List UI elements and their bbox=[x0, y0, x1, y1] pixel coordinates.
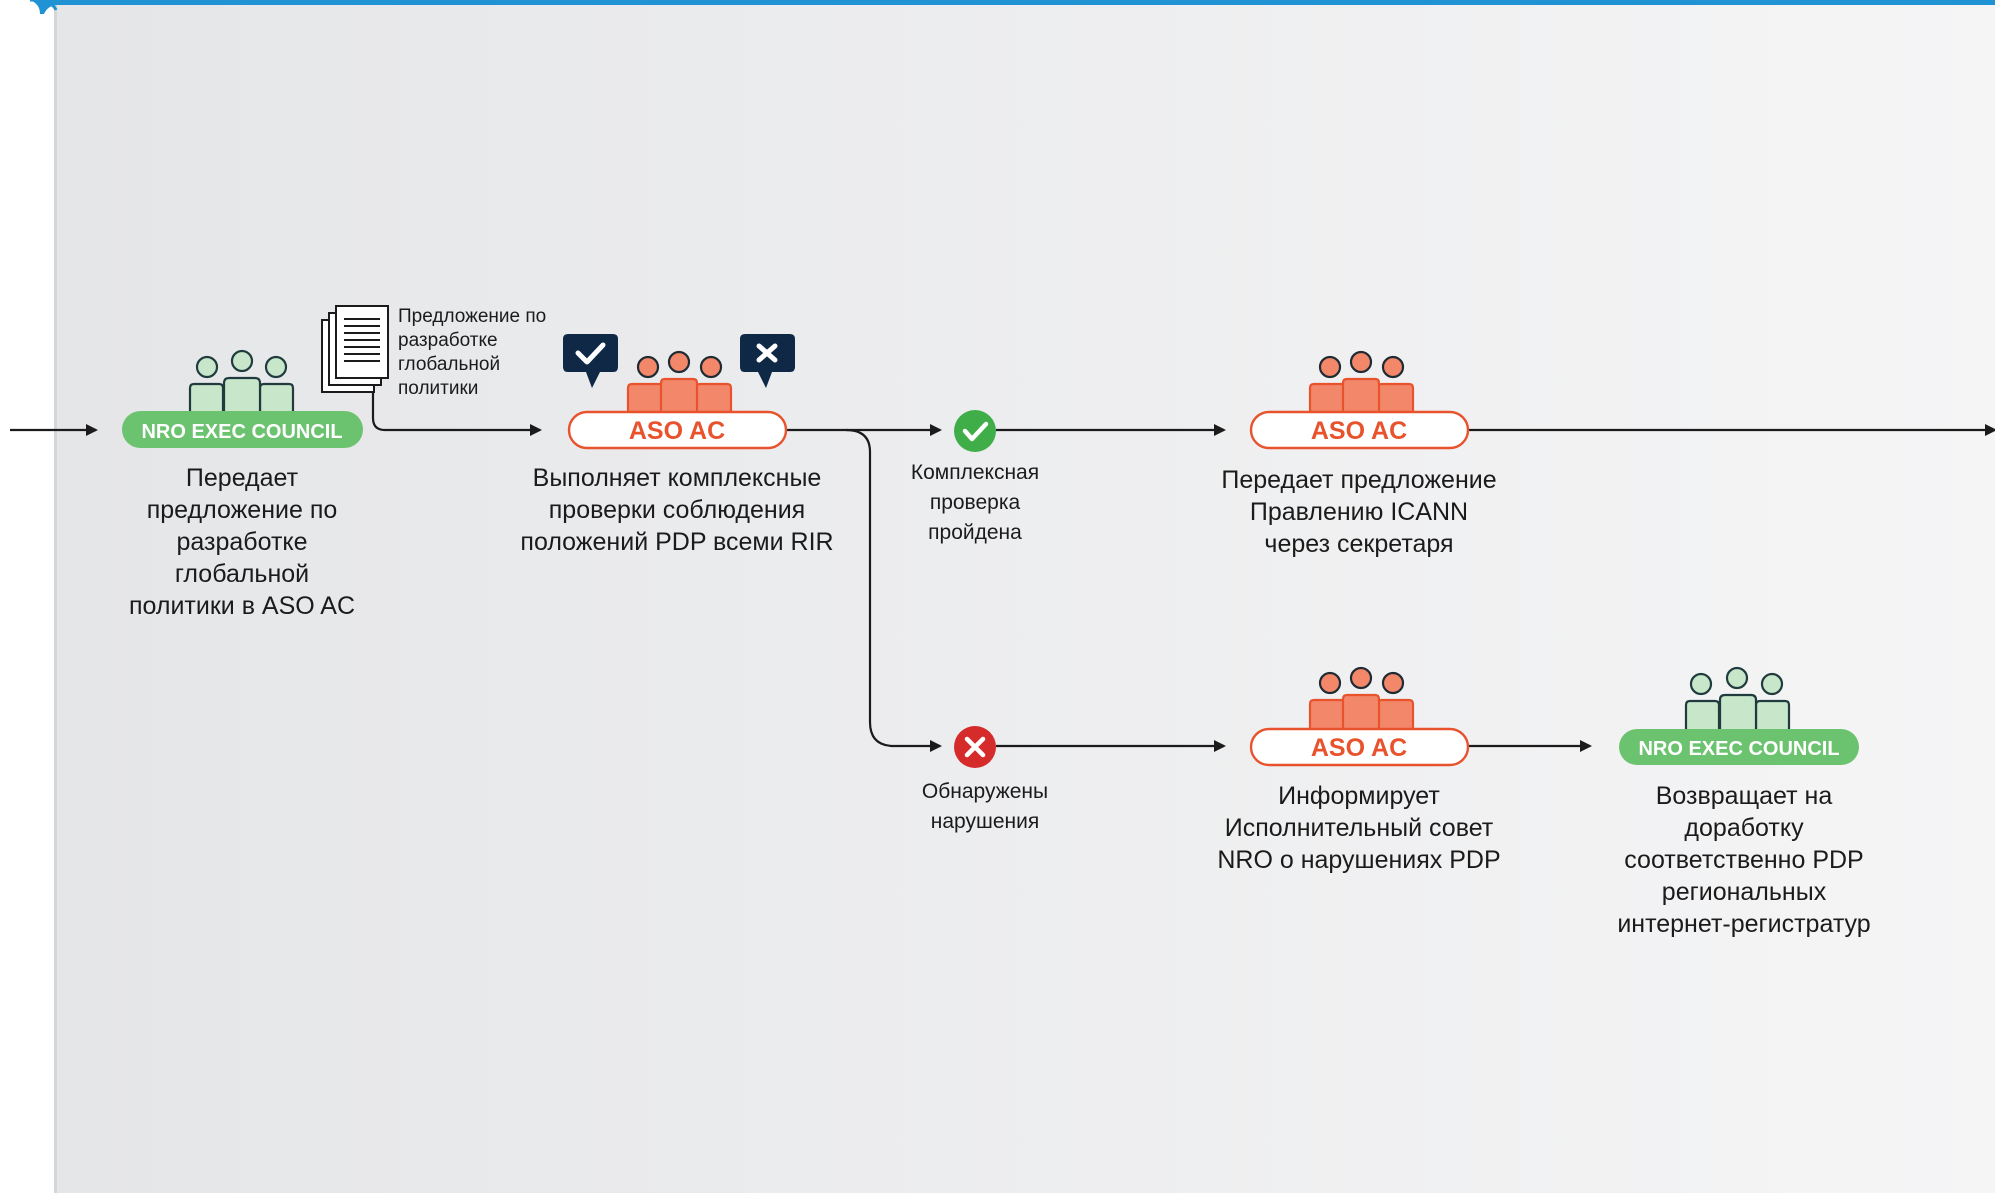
council-2-caption-line: интернет-регистратур bbox=[1617, 910, 1871, 938]
reject-bubble-icon bbox=[740, 334, 795, 388]
document-label-line: политики bbox=[398, 378, 479, 399]
top-bar bbox=[30, 0, 1995, 14]
aso-3-caption-line: Исполнительный совет bbox=[1224, 814, 1494, 842]
council-2-badge-text: NRO EXEC COUNCIL bbox=[1638, 738, 1839, 760]
document-label-line: Предложение по bbox=[398, 306, 547, 327]
document-label-line: разработке bbox=[398, 330, 498, 351]
aso-1-badge-text: ASO AC bbox=[629, 417, 725, 445]
council-1-caption-line: предложение по bbox=[146, 496, 338, 524]
council-1-caption-line: Передает bbox=[185, 464, 299, 492]
aso-2-caption: Передает предложение Правлению ICANN чер… bbox=[1199, 464, 1519, 560]
council-2-caption-line: региональных bbox=[1661, 878, 1827, 906]
document-icon bbox=[321, 305, 389, 393]
aso-2-caption-line: Правлению ICANN bbox=[1249, 498, 1469, 526]
aso-2-badge-text: ASO AC bbox=[1311, 417, 1407, 445]
top-bar-corner bbox=[29, 0, 58, 11]
council-2-caption-line: соответственно PDP bbox=[1624, 846, 1864, 874]
council-1-caption-line: глобальной bbox=[174, 560, 310, 588]
aso-1-caption-line: проверки соблюдения bbox=[548, 496, 806, 524]
council-2-caption-line: доработку bbox=[1684, 814, 1804, 842]
council-1-badge-text: NRO EXEC COUNCIL bbox=[141, 421, 342, 443]
aso-2-caption-line: через секретаря bbox=[1264, 530, 1454, 558]
aso-1-caption: Выполняет комплексные проверки соблюдени… bbox=[507, 462, 847, 558]
connector-council-to-aso bbox=[371, 372, 542, 436]
aso-1-caption-line: Выполняет комплексные bbox=[532, 464, 822, 492]
council-2-caption-line: Возвращает на bbox=[1655, 782, 1833, 810]
aso-3-badge-text: ASO AC bbox=[1311, 734, 1407, 762]
aso-3-caption: Информирует Исполнительный совет NRO о н… bbox=[1199, 780, 1519, 876]
council-2-badge bbox=[1619, 729, 1859, 765]
council-1-caption-line: политики в ASO AC bbox=[128, 592, 356, 620]
check-pass-caption-line: проверка bbox=[929, 491, 1021, 514]
aso-3-badge bbox=[1249, 727, 1470, 767]
connector-aso-to-fail bbox=[845, 428, 942, 752]
council-1-people-icon bbox=[188, 349, 295, 412]
aso-3-caption-line: NRO о нарушениях PDP bbox=[1217, 846, 1501, 874]
aso-2-caption-line: Передает предложение bbox=[1221, 466, 1497, 494]
check-pass-caption-line: Комплексная bbox=[910, 461, 1040, 484]
aso-2-badge bbox=[1249, 410, 1470, 450]
aso-1-people-icon bbox=[626, 350, 733, 414]
check-pass-caption: Комплексная проверка пройдена bbox=[885, 458, 1065, 548]
check-fail-caption: Обнаружены нарушения bbox=[890, 777, 1080, 837]
check-pass-caption-line: пройдена bbox=[928, 521, 1022, 544]
council-2-people-icon bbox=[1684, 666, 1791, 729]
aso-3-people-icon bbox=[1308, 666, 1415, 730]
check-fail-caption-line: Обнаружены bbox=[921, 780, 1049, 803]
council-1-badge bbox=[122, 411, 363, 448]
check-pass-icon bbox=[954, 410, 996, 452]
document-label-line: глобальной bbox=[398, 354, 501, 375]
council-1-caption: Передает предложение по разработке глоба… bbox=[102, 462, 382, 622]
document-label: Предложение по разработке глобальной пол… bbox=[398, 305, 578, 401]
aso-3-caption-line: Информирует bbox=[1278, 782, 1440, 810]
check-fail-caption-line: нарушения bbox=[930, 810, 1040, 833]
approve-bubble-icon bbox=[563, 334, 618, 388]
aso-2-people-icon bbox=[1308, 350, 1415, 414]
council-1-caption-line: разработке bbox=[176, 528, 308, 556]
left-strip bbox=[54, 4, 57, 1193]
aso-1-caption-line: положений PDP всеми RIR bbox=[520, 528, 834, 556]
council-2-caption: Возвращает на доработку соответственно P… bbox=[1594, 780, 1894, 940]
aso-1-badge bbox=[567, 410, 788, 450]
gradient-panel bbox=[56, 4, 1995, 1193]
check-fail-icon bbox=[954, 726, 996, 768]
